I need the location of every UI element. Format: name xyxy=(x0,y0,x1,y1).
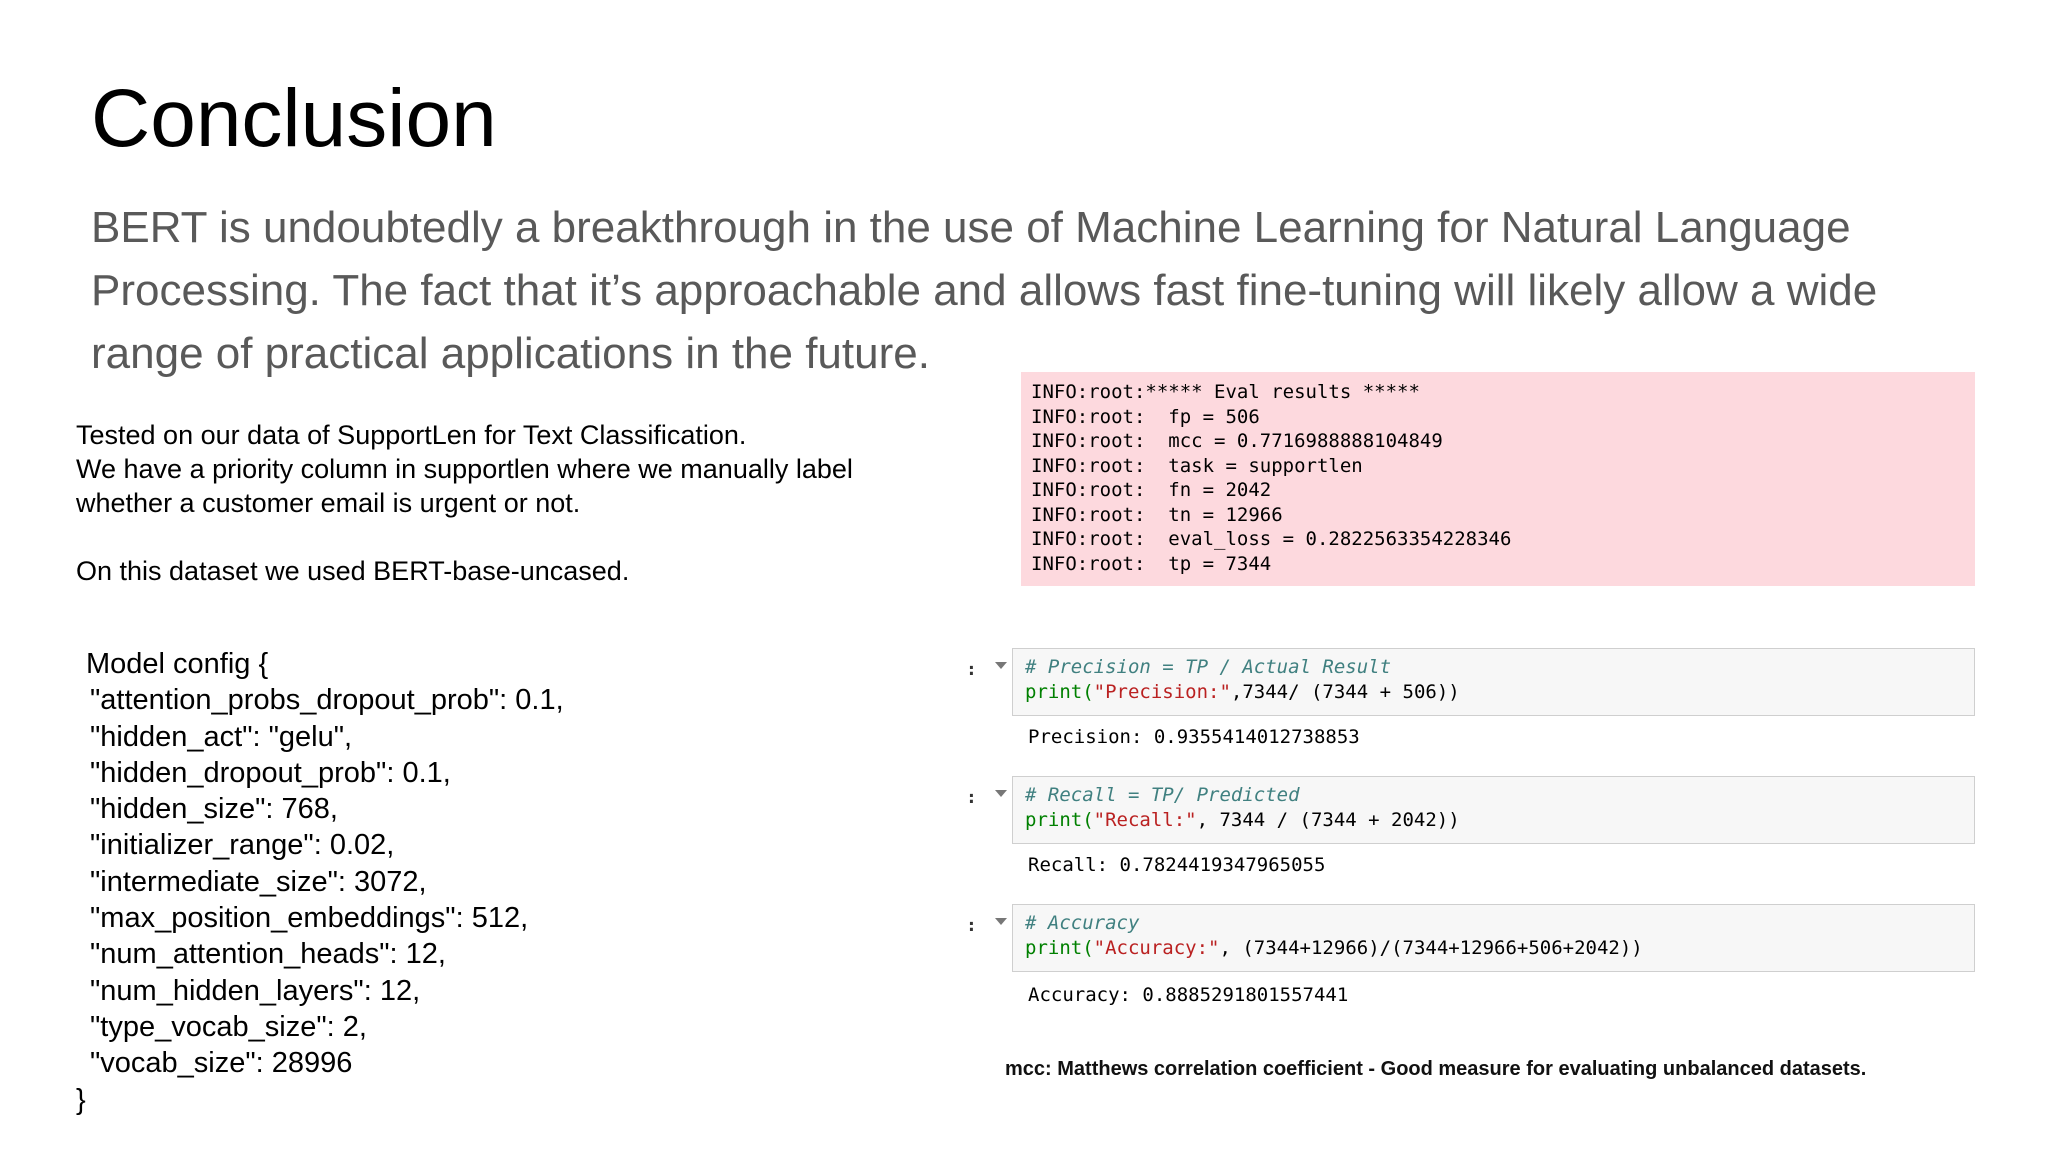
desc-line: whether a customer email is urgent or no… xyxy=(76,488,581,518)
desc-line: Tested on our data of SupportLen for Tex… xyxy=(76,420,747,450)
collapse-toggle-icon[interactable] xyxy=(990,648,1012,716)
config-entry: "vocab_size": 28996 xyxy=(90,1047,353,1080)
slide-title: Conclusion xyxy=(91,73,497,164)
log-line: INFO:root: mcc = 0.7716988888104849 xyxy=(1031,430,1443,452)
log-line: INFO:root:***** Eval results ***** xyxy=(1031,381,1420,403)
cell-prompt: : xyxy=(966,659,977,680)
eval-results-log: INFO:root:***** Eval results ***** INFO:… xyxy=(1021,372,1975,586)
config-entry: "initializer_range": 0.02, xyxy=(90,829,395,862)
code-line: print("Recall:", 7344 / (7344 + 2042)) xyxy=(1025,809,1460,831)
cell-prompt: : xyxy=(966,787,977,808)
accuracy-code-cell[interactable]: # Accuracy print("Accuracy:", (7344+1296… xyxy=(1012,904,1975,972)
config-entry: "max_position_embeddings": 512, xyxy=(90,902,529,935)
desc-spacer xyxy=(76,520,976,554)
log-line: INFO:root: task = supportlen xyxy=(1031,454,1363,477)
dataset-description: Tested on our data of SupportLen for Tex… xyxy=(76,418,976,588)
cell-prompt: : xyxy=(966,915,977,936)
log-line: INFO:root: fn = 2042 xyxy=(1031,479,1272,501)
collapse-toggle-icon[interactable] xyxy=(990,904,1012,972)
desc-line: We have a priority column in supportlen … xyxy=(76,454,853,484)
config-entry: "intermediate_size": 3072, xyxy=(90,865,427,898)
recall-output: Recall: 0.7824419347965055 xyxy=(1028,854,1326,876)
precision-code-cell[interactable]: # Precision = TP / Actual Result print("… xyxy=(1012,648,1975,716)
collapse-toggle-icon[interactable] xyxy=(990,776,1012,844)
config-entry: "num_attention_heads": 12, xyxy=(90,938,446,971)
config-open: Model config { xyxy=(86,648,269,680)
lead-line: BERT is undoubtedly a breakthrough in th… xyxy=(91,203,1851,252)
lead-line: Processing. The fact that it’s approacha… xyxy=(91,266,1878,315)
log-line: INFO:root: eval_loss = 0.282256335422834… xyxy=(1031,528,1512,550)
lead-paragraph: BERT is undoubtedly a breakthrough in th… xyxy=(91,196,2021,385)
config-entry: "attention_probs_dropout_prob": 0.1, xyxy=(90,684,564,717)
desc-line: On this dataset we used BERT-base-uncase… xyxy=(76,556,630,586)
precision-output: Precision: 0.9355414012738853 xyxy=(1028,726,1360,748)
code-comment: # Recall = TP/ Predicted xyxy=(1025,784,1300,806)
model-config: Model config { "attention_probs_dropout_… xyxy=(76,646,776,1118)
log-line: INFO:root: tp = 7344 xyxy=(1031,552,1272,575)
code-line: print("Precision:",7344/ (7344 + 506)) xyxy=(1025,681,1460,703)
config-close: } xyxy=(76,1083,86,1116)
config-entry: "hidden_act": "gelu", xyxy=(90,720,353,753)
recall-code-cell[interactable]: # Recall = TP/ Predicted print("Recall:"… xyxy=(1012,776,1975,844)
lead-line: range of practical applications in the f… xyxy=(91,329,930,378)
code-comment: # Precision = TP / Actual Result xyxy=(1025,656,1392,678)
code-line: print("Accuracy:", (7344+12966)/(7344+12… xyxy=(1025,937,1643,959)
log-line: INFO:root: tn = 12966 xyxy=(1031,503,1283,526)
config-entry: "hidden_dropout_prob": 0.1, xyxy=(90,756,451,789)
config-entry: "hidden_size": 768, xyxy=(90,793,338,826)
log-line: INFO:root: fp = 506 xyxy=(1031,405,1260,428)
config-entry: "num_hidden_layers": 12, xyxy=(90,974,421,1007)
config-entry: "type_vocab_size": 2, xyxy=(90,1010,367,1043)
accuracy-output: Accuracy: 0.8885291801557441 xyxy=(1028,984,1349,1006)
code-comment: # Accuracy xyxy=(1025,912,1140,934)
mcc-footnote: mcc: Matthews correlation coefficient - … xyxy=(1005,1058,1867,1080)
